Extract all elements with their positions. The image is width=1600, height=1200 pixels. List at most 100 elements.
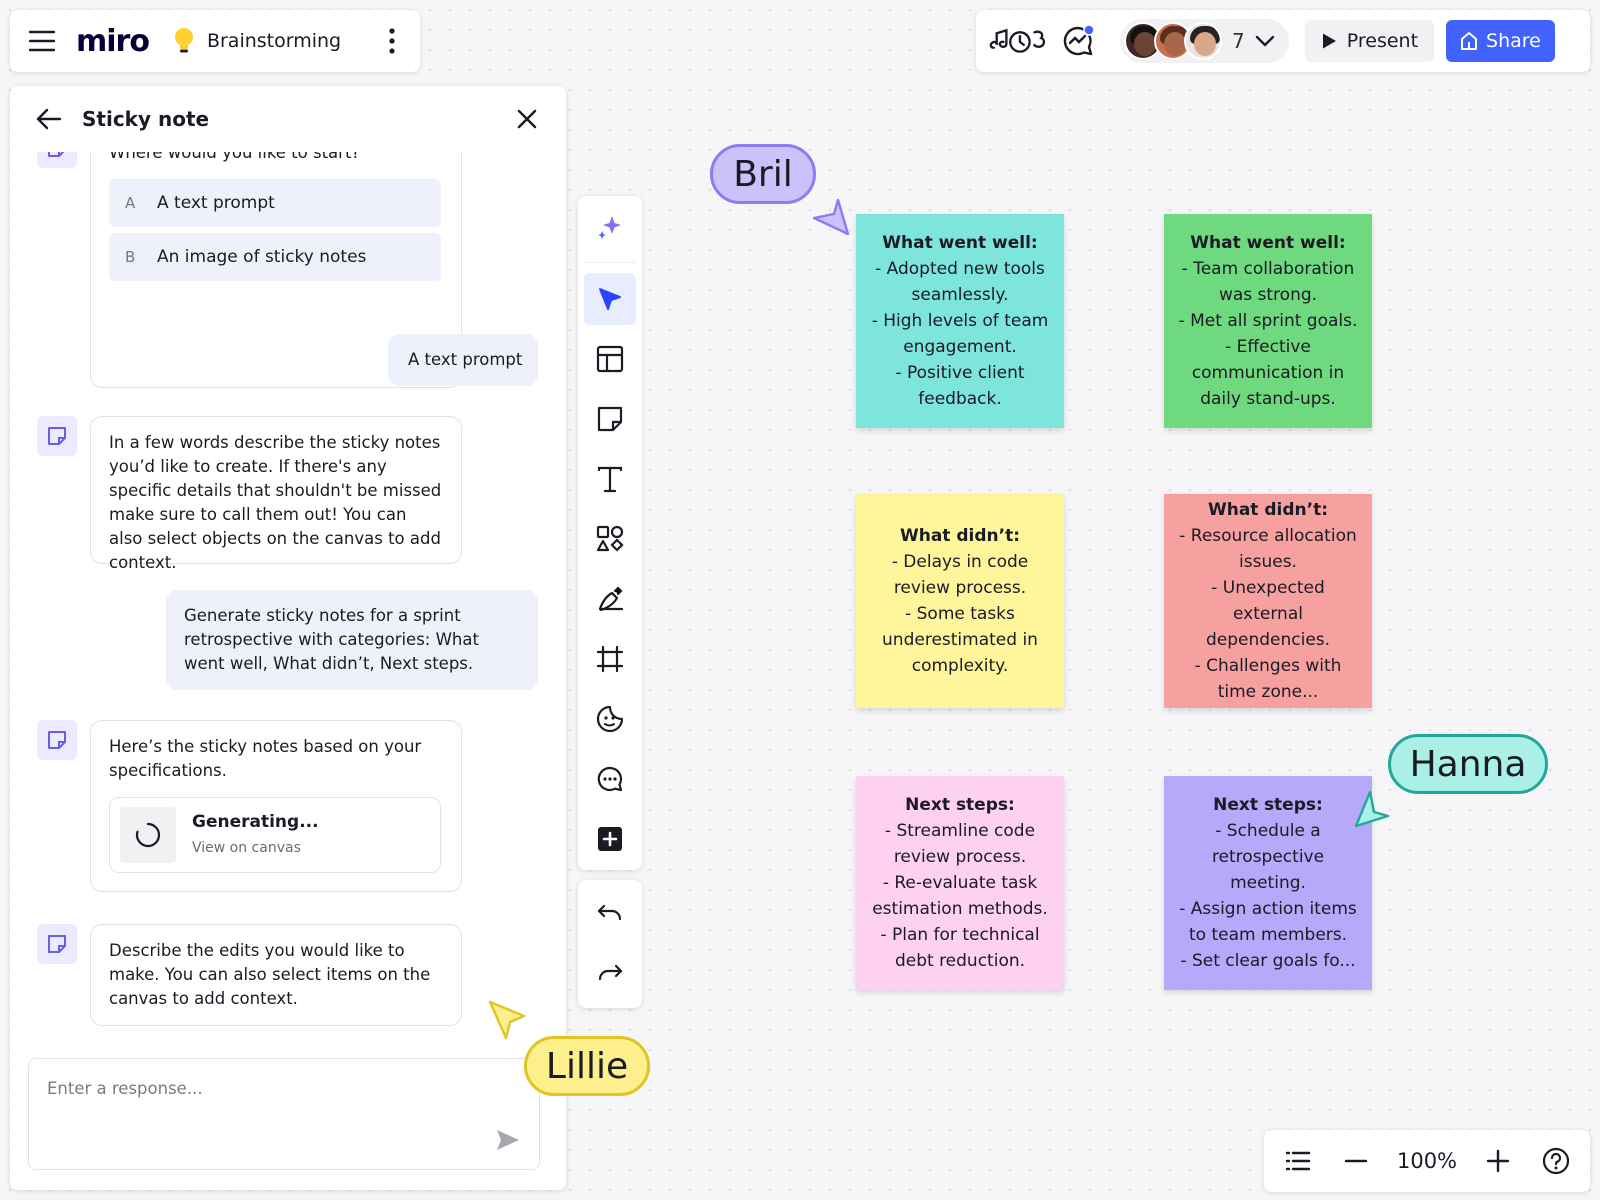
- sticky-note-assistant-panel: Sticky note Where would you like to star…: [10, 86, 566, 1190]
- sticky-line: - Plan for technical debt reduction.: [880, 925, 1040, 971]
- sticky-note[interactable]: Next steps: - Streamline code review pro…: [856, 776, 1064, 990]
- cursor-arrow-icon: [812, 198, 850, 236]
- bot-text: Here’s the sticky notes based on your sp…: [109, 737, 422, 780]
- sticky-line: - Schedule a retrospective meeting.: [1211, 821, 1325, 893]
- close-icon[interactable]: [512, 104, 542, 134]
- sticky-line: - Effective communication in daily stand…: [1191, 337, 1345, 409]
- user-message: Generate sticky notes for a sprint retro…: [166, 590, 538, 690]
- sticky-heading: What went well:: [1190, 233, 1346, 253]
- collaboration-bar: 7 Present Share: [976, 10, 1590, 72]
- panel-title: Sticky note: [82, 107, 210, 131]
- list-icon[interactable]: [1280, 1143, 1316, 1179]
- shapes-icon[interactable]: [584, 513, 636, 565]
- sticky-line: - Streamline code review process.: [884, 821, 1036, 867]
- loading-spinner-icon: [120, 807, 176, 863]
- redo-icon[interactable]: [584, 946, 636, 998]
- chevron-down-icon[interactable]: [1251, 27, 1279, 55]
- sticky-line: - Team collaboration was strong.: [1181, 259, 1355, 305]
- more-options-icon[interactable]: [378, 23, 406, 59]
- sticky-note[interactable]: Next steps: - Schedule a retrospective m…: [1164, 776, 1372, 990]
- option-b[interactable]: B An image of sticky notes: [109, 233, 441, 281]
- sticky-line: - Delays in code review process.: [891, 552, 1029, 598]
- share-button[interactable]: Share: [1446, 20, 1555, 62]
- generating-card[interactable]: Generating... View on canvas: [109, 797, 441, 873]
- sticky-line: - Unexpected external dependencies.: [1205, 578, 1331, 650]
- sticky-note[interactable]: What didn’t: - Resource allocation issue…: [1164, 494, 1372, 708]
- present-button[interactable]: Present: [1304, 20, 1435, 62]
- sticky-note[interactable]: What went well: - Team collaboration was…: [1164, 214, 1372, 428]
- option-a[interactable]: A A text prompt: [109, 179, 441, 227]
- sticker-icon[interactable]: [584, 693, 636, 745]
- option-label: An image of sticky notes: [157, 247, 367, 267]
- sticky-heading: Next steps:: [1213, 795, 1323, 815]
- zoom-controls: 100%: [1264, 1130, 1590, 1192]
- history-toolbar: [578, 880, 642, 1008]
- send-icon[interactable]: [493, 1125, 523, 1155]
- bot-message: Here’s the sticky notes based on your sp…: [90, 720, 462, 892]
- reactions-timer-icon[interactable]: [988, 19, 1048, 63]
- option-key: A: [125, 194, 136, 212]
- sticky-bot-icon: [37, 720, 77, 760]
- back-arrow-icon[interactable]: [34, 104, 64, 134]
- sticky-note[interactable]: What didn’t: - Delays in code review pro…: [856, 494, 1064, 708]
- sticky-bot-icon: [37, 924, 77, 964]
- zoom-out-icon[interactable]: [1338, 1143, 1374, 1179]
- collaborator-avatars[interactable]: 7: [1120, 19, 1289, 63]
- cursor-arrow-icon: [488, 1000, 526, 1040]
- cursor-arrow-icon: [1354, 790, 1390, 828]
- sticky-line: - Re-evaluate task estimation methods.: [872, 873, 1048, 919]
- menu-icon[interactable]: [24, 23, 60, 59]
- sticky-line: - Challenges with time zone...: [1194, 656, 1342, 702]
- input-placeholder: Enter a response...: [47, 1079, 203, 1098]
- avatar: [1184, 22, 1222, 60]
- templates-icon[interactable]: [584, 333, 636, 385]
- sticky-note-icon[interactable]: [584, 393, 636, 445]
- play-icon: [1322, 33, 1336, 49]
- activity-chat-icon[interactable]: [1048, 19, 1108, 63]
- option-key: B: [125, 248, 136, 266]
- sticky-note[interactable]: What went well: - Adopted new tools seam…: [856, 214, 1064, 428]
- present-label: Present: [1346, 30, 1419, 52]
- toolbar-divider: [584, 262, 636, 263]
- sticky-line: - Resource allocation issues.: [1179, 526, 1357, 572]
- view-on-canvas-link[interactable]: View on canvas: [192, 840, 301, 856]
- collaborator-cursor-label: Bril: [710, 144, 816, 204]
- sticky-line: - High levels of team engagement.: [871, 311, 1049, 357]
- sticky-line: - Set clear goals fo...: [1180, 951, 1356, 971]
- comment-icon[interactable]: [584, 753, 636, 805]
- collaborator-cursor-label: Hanna: [1388, 734, 1548, 794]
- sticky-line: - Positive client feedback.: [895, 363, 1025, 409]
- undo-icon[interactable]: [584, 886, 636, 938]
- option-label: A text prompt: [157, 193, 275, 213]
- zoom-in-icon[interactable]: [1480, 1143, 1516, 1179]
- sticky-line: - Met all sprint goals.: [1178, 311, 1358, 331]
- ai-sparkle-icon[interactable]: [584, 202, 636, 254]
- sticky-line: - Assign action items to team members.: [1179, 899, 1357, 945]
- collaborator-count: 7: [1232, 29, 1245, 53]
- pen-icon[interactable]: [584, 573, 636, 625]
- board-header: miro Brainstorming: [10, 10, 420, 72]
- help-icon[interactable]: [1538, 1143, 1574, 1179]
- creation-toolbar: [578, 196, 642, 870]
- sticky-heading: What didn’t:: [1207, 500, 1329, 520]
- sticky-bot-icon: [37, 416, 77, 456]
- user-message: A text prompt: [388, 334, 538, 386]
- sticky-heading: What didn’t:: [899, 526, 1021, 546]
- frame-icon[interactable]: [584, 633, 636, 685]
- response-input[interactable]: Enter a response...: [28, 1058, 540, 1170]
- avatar: [1124, 22, 1162, 60]
- board-title[interactable]: Brainstorming: [206, 30, 342, 52]
- generating-title: Generating...: [192, 812, 319, 832]
- add-more-icon[interactable]: [584, 813, 636, 865]
- panel-header: Sticky note: [10, 86, 566, 152]
- collaborator-cursor-label: Lillie: [524, 1036, 650, 1096]
- zoom-level[interactable]: 100%: [1396, 1149, 1458, 1173]
- bot-message: Describe the edits you would like to mak…: [90, 924, 462, 1026]
- text-icon[interactable]: [584, 453, 636, 505]
- sticky-line: - Some tasks underestimated in complexit…: [882, 604, 1038, 676]
- share-label: Share: [1486, 30, 1541, 52]
- miro-logo[interactable]: miro: [76, 23, 150, 59]
- bot-message: In a few words describe the sticky notes…: [90, 416, 462, 572]
- select-cursor-icon[interactable]: [584, 273, 636, 325]
- sticky-heading: Next steps:: [905, 795, 1015, 815]
